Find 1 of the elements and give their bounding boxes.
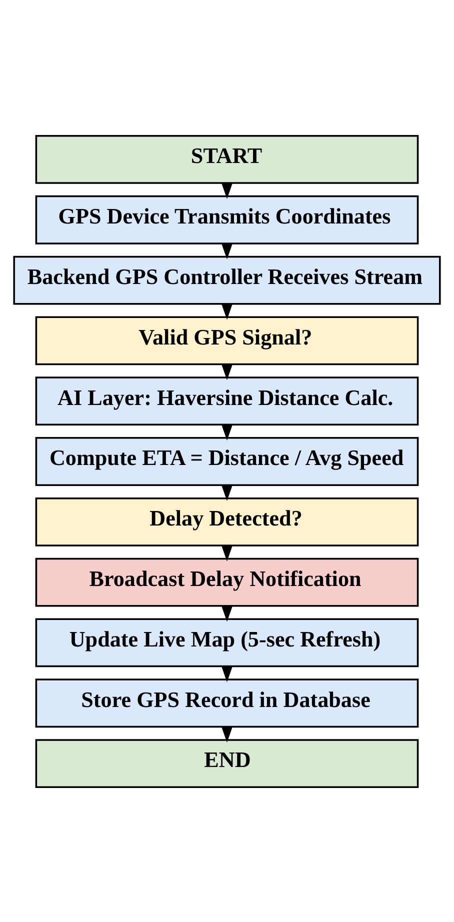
- node-box: END: [35, 738, 419, 788]
